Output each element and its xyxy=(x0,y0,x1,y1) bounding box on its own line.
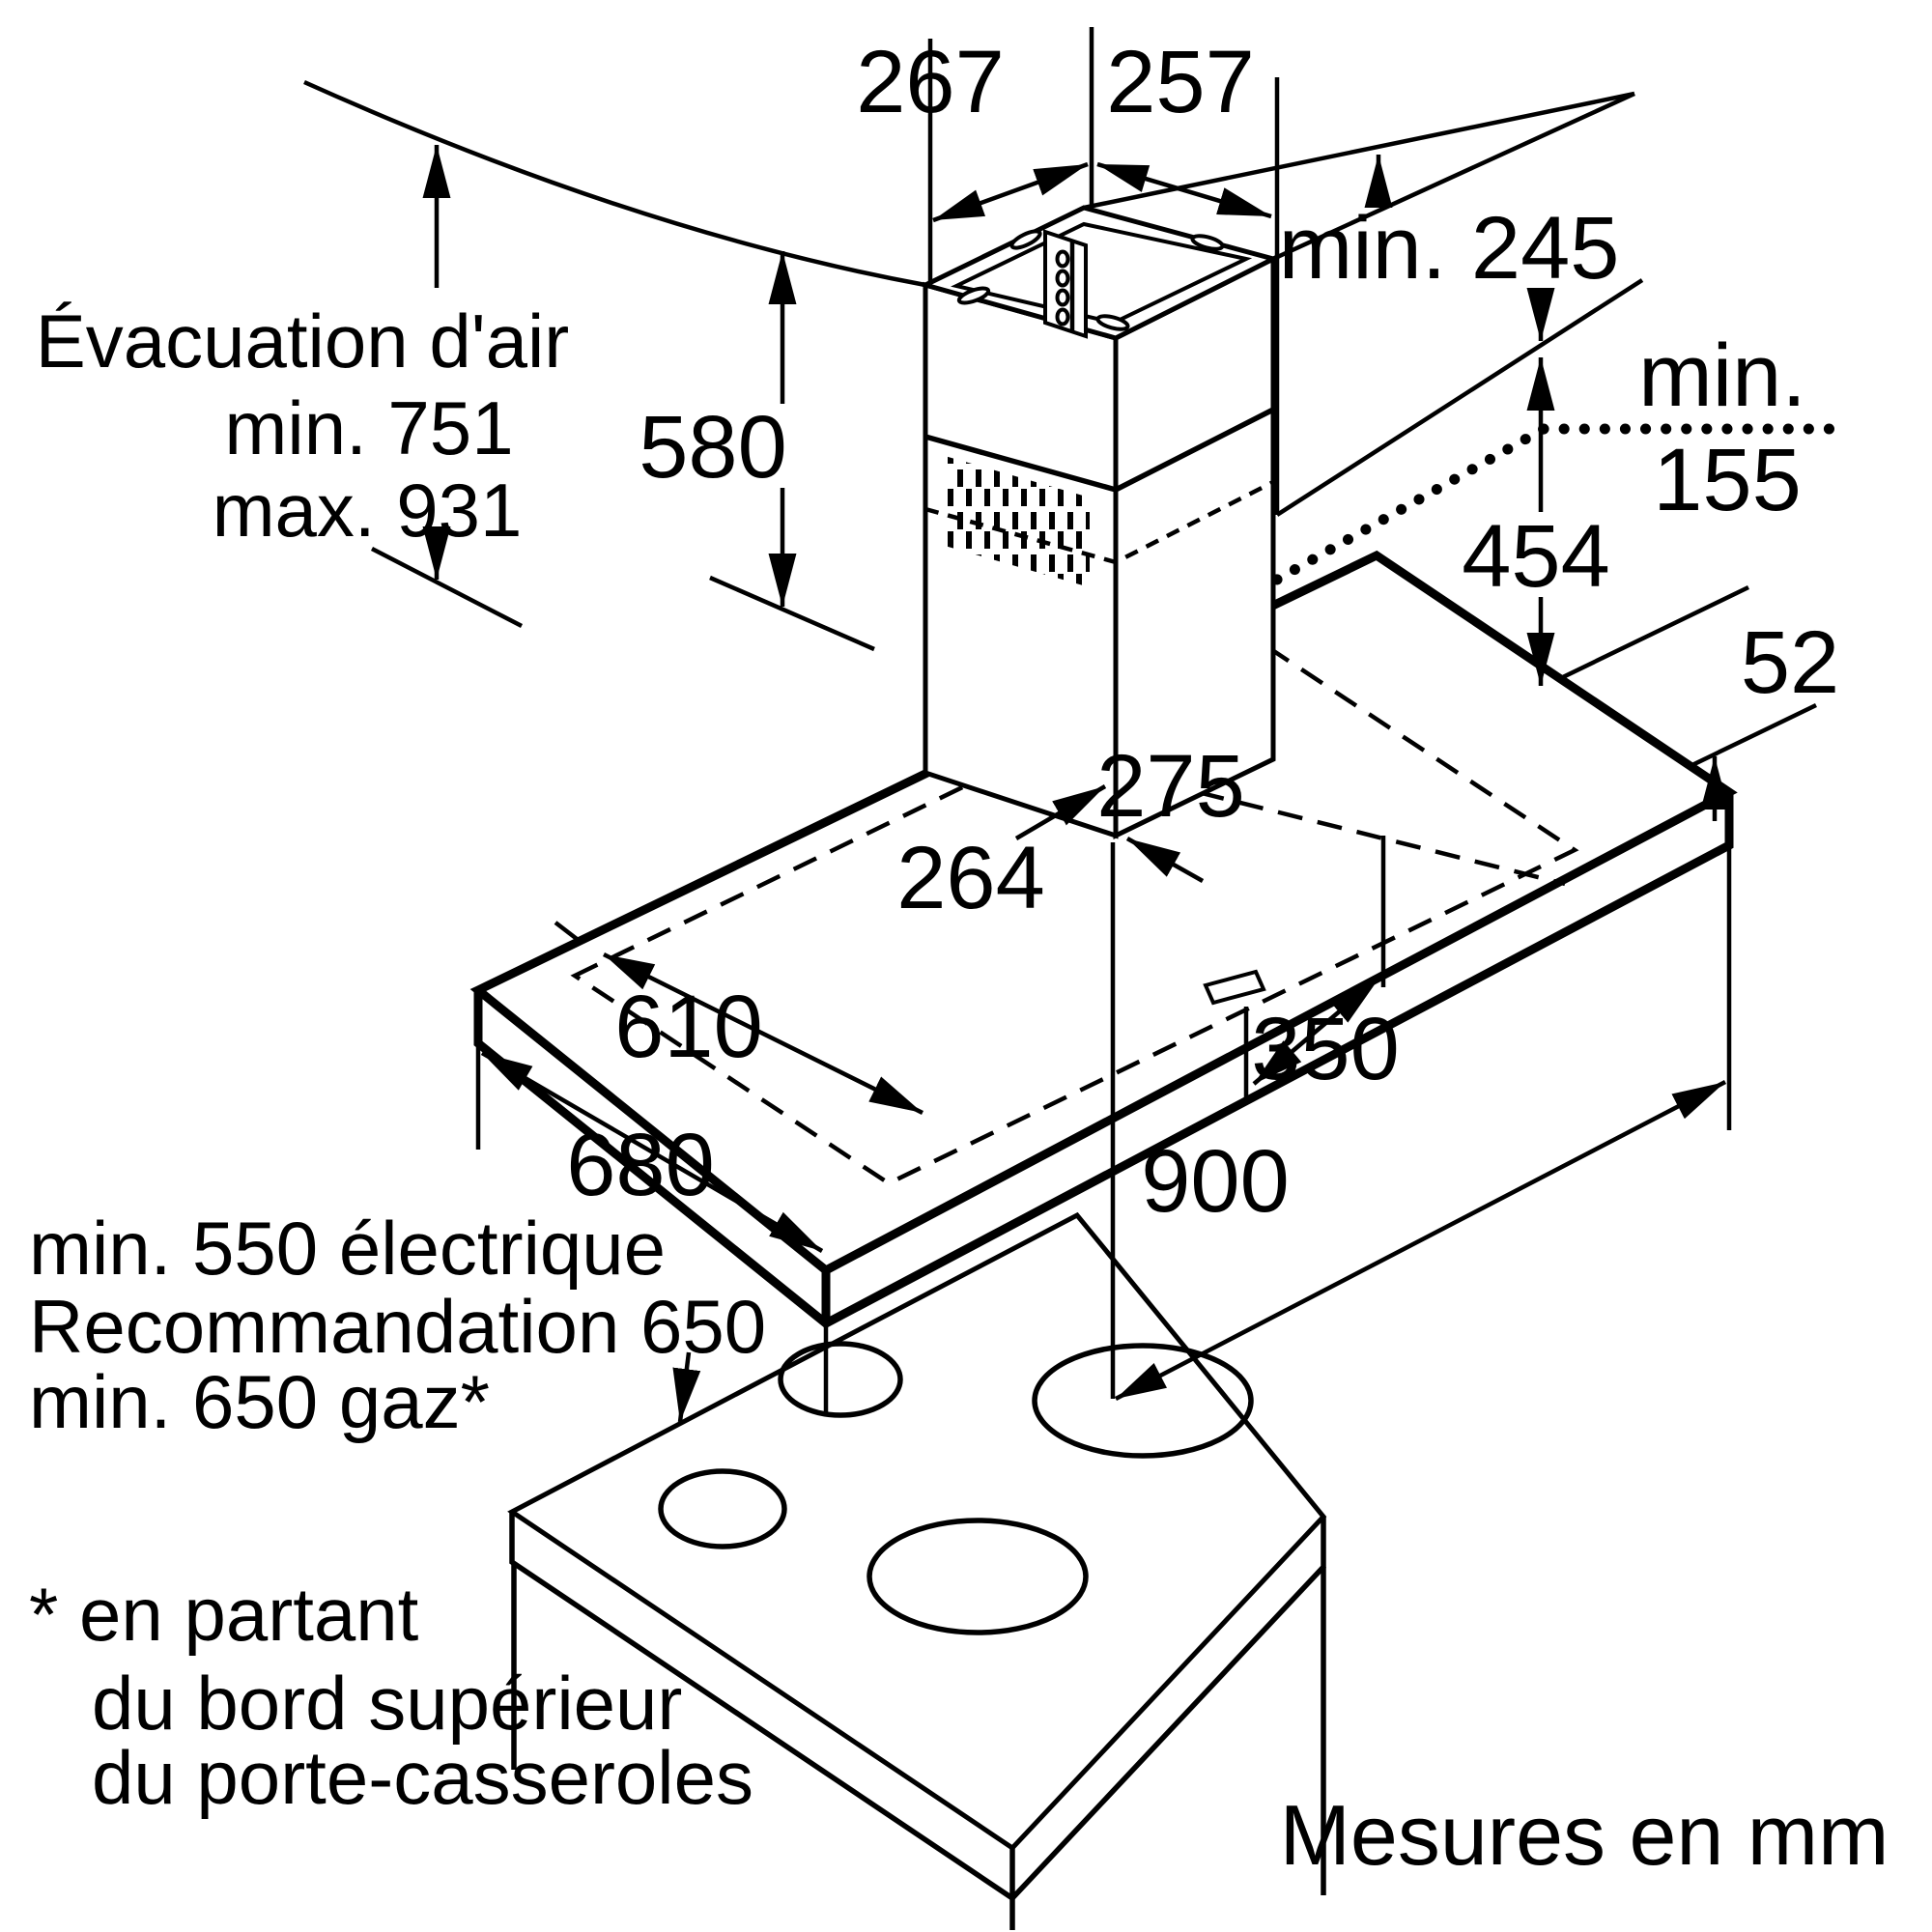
duct-depth-dim-line xyxy=(932,161,1089,223)
bracket-hole xyxy=(1055,269,1070,288)
label-duct-width: 257 xyxy=(1106,33,1255,131)
rim-slot xyxy=(1009,229,1042,250)
label-upper-duct-height: 580 xyxy=(639,398,787,497)
rim-slot xyxy=(1095,314,1130,331)
label-footnote-line2: du bord supérieur xyxy=(92,1661,682,1746)
duct-top-reference-line-right xyxy=(1272,91,1635,262)
label-hood-length: 680 xyxy=(566,1116,715,1214)
label-clearance-line2: Recommandation 650 xyxy=(29,1284,766,1369)
cutout-length-dim-line xyxy=(602,952,924,1116)
label-exhaust-line3: max. 931 xyxy=(213,468,523,553)
label-exhaust-line1: Évacuation d'air xyxy=(36,298,570,384)
label-lower-duct-width: 264 xyxy=(896,829,1045,927)
cooktop-clearance-arrow xyxy=(672,1351,701,1423)
chimney-min-height-hidden-seam xyxy=(924,479,1275,565)
label-footnote-line1: * en partant xyxy=(29,1572,419,1657)
label-hood-thickness: 52 xyxy=(1741,613,1839,712)
label-lower-duct-depth: 275 xyxy=(1096,737,1245,836)
label-units-note: Mesures en mm xyxy=(1280,1787,1889,1883)
label-clearance-line1: min. 550 électrique xyxy=(29,1206,666,1291)
lower-duct-width-arrow xyxy=(1014,784,1107,840)
burner-back-left xyxy=(778,1341,903,1418)
bracket-hole xyxy=(1055,249,1070,269)
bracket-offset-dim-line xyxy=(1252,976,1381,1086)
exhaust-lower-reference-stub xyxy=(370,547,524,628)
cooktop-legs xyxy=(511,1562,1326,1930)
duct-width-dim-line xyxy=(1096,161,1272,219)
ceiling-reference-line-left xyxy=(303,79,926,288)
label-telescope-min-value: 155 xyxy=(1653,431,1802,529)
burner-front-right xyxy=(867,1518,1089,1635)
label-lower-duct-height: 454 xyxy=(1462,507,1610,606)
burner-front-left xyxy=(658,1468,787,1549)
rim-slot xyxy=(956,286,991,305)
bracket-hole xyxy=(1055,288,1070,307)
bracket-hole xyxy=(1055,307,1070,327)
label-clearance-line3: min. 650 gaz* xyxy=(29,1359,490,1444)
label-cutout-length: 610 xyxy=(614,978,763,1076)
label-telescope-min-word: min. xyxy=(1638,327,1806,425)
label-ceiling-min: min. 245 xyxy=(1279,199,1620,298)
label-bracket-offset: 350 xyxy=(1251,1000,1400,1098)
lower-duct-top-reference-line xyxy=(1275,278,1644,517)
hood-bracket-hidden-line xyxy=(1120,770,1566,887)
chimney-telescope-seam xyxy=(924,407,1275,493)
lower-duct-depth-arrow xyxy=(1125,837,1205,883)
hood-length-dim-line xyxy=(480,1051,824,1253)
chimney-vent-grille xyxy=(945,456,1090,587)
hood-width-dim-line xyxy=(1114,1080,1727,1401)
label-exhaust-line2: min. 751 xyxy=(224,385,513,470)
rim-slot xyxy=(1190,234,1225,251)
label-hood-width: 900 xyxy=(1141,1132,1290,1231)
label-footnote-line3: du porte-casseroles xyxy=(92,1735,753,1820)
chimney-lower-reference-stub xyxy=(709,575,875,652)
label-duct-depth: 267 xyxy=(856,33,1005,131)
